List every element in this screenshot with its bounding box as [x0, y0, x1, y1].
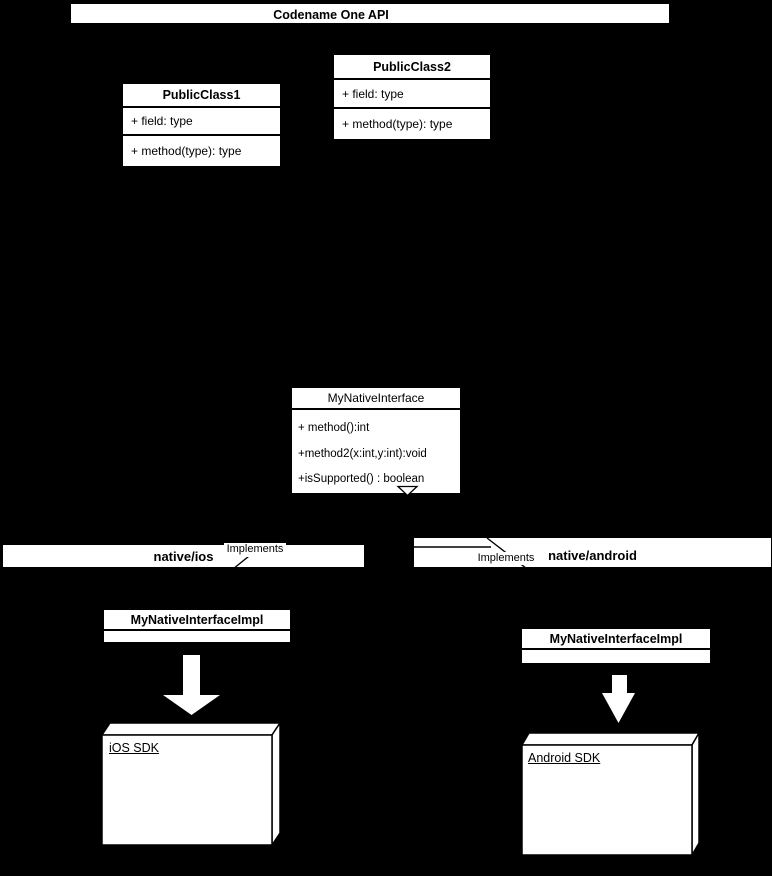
native-interface-class: MyNativeInterface + method():int +method… [290, 386, 462, 495]
empty-compartment [104, 631, 290, 642]
implements-label-ios: Implements [224, 543, 286, 557]
class-title: MyNativeInterfaceImpl [104, 610, 290, 631]
api-package-bar: Codename One API [70, 3, 670, 24]
android-impl-class: MyNativeInterfaceImpl [520, 627, 712, 665]
interface-method: +isSupported() : boolean [298, 473, 425, 485]
down-arrow-ios-icon [163, 655, 220, 715]
ios-package-bar: native/ios [2, 544, 365, 568]
ios-sdk-label: iOS SDK [109, 741, 160, 755]
down-arrow-android-icon [602, 675, 635, 723]
public-class-2: PublicClass2 + field: type + method(type… [332, 53, 492, 141]
class-field-row: + field: type [123, 108, 280, 136]
class-method-row: + method(type): type [342, 117, 453, 131]
public-class-1: PublicClass1 + field: type + method(type… [121, 82, 282, 168]
class-field-row: + field: type [334, 80, 490, 109]
class-method-row: + method(type): type [131, 144, 242, 158]
implements-label-android: Implements [474, 552, 538, 565]
api-package-label: Codename One API [273, 7, 389, 22]
ios-package-label: native/ios [153, 548, 214, 564]
ios-impl-class: MyNativeInterfaceImpl [102, 608, 292, 644]
class-title: MyNativeInterface [292, 388, 460, 410]
android-package-bar: native/android [413, 537, 772, 568]
empty-compartment [522, 650, 710, 663]
class-title: PublicClass2 [334, 55, 490, 80]
interface-method: +method2(x:int,y:int):void [298, 447, 427, 460]
class-title: PublicClass1 [123, 84, 280, 108]
interface-methods: + method():int +method2(x:int,y:int):voi… [292, 410, 460, 493]
interface-method: + method():int [298, 422, 370, 434]
android-package-label: native/android [548, 548, 637, 563]
class-title: MyNativeInterfaceImpl [522, 629, 710, 650]
android-sdk-label: Android SDK [528, 751, 601, 765]
